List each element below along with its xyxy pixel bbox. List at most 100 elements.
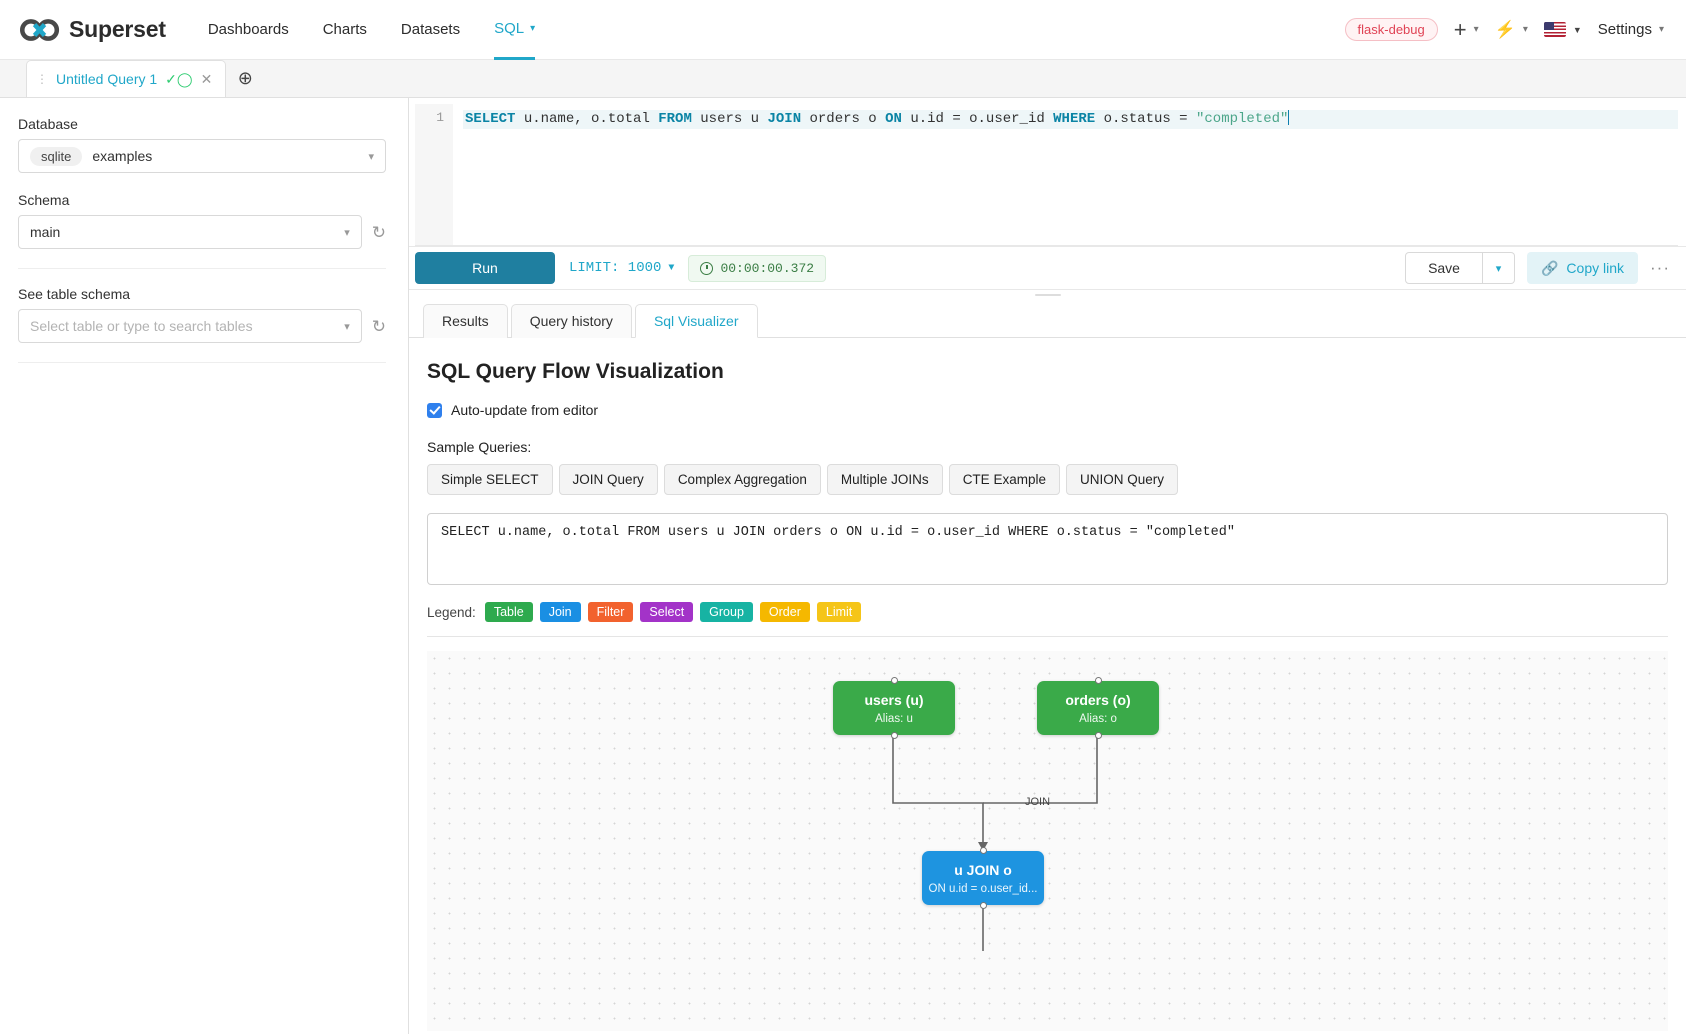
legend-badge-select: Select	[640, 602, 694, 622]
sample-button-union-query[interactable]: UNION Query	[1065, 464, 1178, 495]
flow-node-users[interactable]: users (u) Alias: u	[833, 677, 955, 739]
sql-keyword: SELECT	[465, 111, 516, 127]
schema-select[interactable]: main ▾	[18, 215, 362, 249]
save-dropdown-button[interactable]: ▾	[1482, 252, 1515, 284]
save-button[interactable]: Save	[1405, 252, 1483, 284]
sample-button-multiple-joins[interactable]: Multiple JOINs	[826, 464, 943, 495]
plus-icon: +	[1453, 16, 1467, 42]
settings-menu[interactable]: Settings ▾	[1598, 21, 1664, 38]
refresh-tables-icon[interactable]: ↻	[371, 316, 386, 336]
node-subtitle: Alias: o	[1079, 712, 1117, 725]
panel-resize-handle[interactable]	[409, 290, 1686, 300]
editor-line-1: SELECT u.name, o.total FROM users u JOIN…	[463, 110, 1678, 129]
sql-text: users u	[691, 111, 768, 127]
close-icon[interactable]: ✕	[200, 70, 213, 87]
tab-results[interactable]: Results	[423, 304, 508, 338]
sql-text: orders o	[801, 111, 886, 127]
auto-update-checkbox[interactable]	[427, 402, 442, 418]
editor-gutter: 1	[415, 104, 453, 245]
copy-link-button[interactable]: 🔗 Copy link	[1526, 252, 1639, 284]
sql-editor[interactable]: 1 SELECT u.name, o.total FROM users u JO…	[415, 104, 1678, 246]
superset-logo[interactable]: Superset	[20, 16, 166, 43]
database-value: examples	[92, 148, 153, 164]
auto-update-label: Auto-update from editor	[451, 402, 599, 418]
check-circle-icon: ✓◯	[165, 70, 193, 87]
chevron-down-icon: ▾	[344, 320, 350, 333]
tab-sql-visualizer[interactable]: Sql Visualizer	[634, 304, 758, 338]
legend-badge-limit: Limit	[816, 602, 862, 622]
database-engine-chip: sqlite	[30, 146, 83, 166]
table-placeholder: Select table or type to search tables	[30, 318, 253, 334]
nav-link-sql[interactable]: SQL ▾	[494, 0, 536, 60]
sql-keyword: FROM	[658, 111, 692, 127]
new-item-button[interactable]: + ▾	[1453, 16, 1479, 42]
caret-down-icon: ▼	[668, 262, 675, 274]
quick-actions-button[interactable]: ⚡ ▾	[1495, 20, 1528, 40]
bolt-icon: ⚡	[1494, 19, 1516, 39]
node-port-bottom	[979, 902, 987, 909]
sample-button-complex-aggregation[interactable]: Complex Aggregation	[663, 464, 821, 495]
nav-label: SQL	[494, 19, 525, 37]
auto-update-checkbox-row[interactable]: Auto-update from editor	[427, 402, 1668, 418]
sql-string: "completed"	[1196, 111, 1289, 127]
flow-node-orders[interactable]: orders (o) Alias: o	[1037, 677, 1159, 739]
workspace: Database sqlite examples ▾ Schema main ▾…	[0, 98, 1686, 1034]
node-title: u JOIN o	[954, 861, 1012, 878]
legend-badge-group: Group	[700, 602, 753, 622]
limit-dropdown[interactable]: LIMIT: 1000 ▼	[569, 260, 674, 276]
chevron-down-icon: ▾	[344, 226, 350, 239]
sql-keyword: WHERE	[1053, 111, 1096, 127]
save-button-group: Save ▾	[1405, 252, 1515, 284]
clock-icon	[700, 261, 714, 275]
more-options-button[interactable]: ···	[1650, 258, 1670, 277]
flow-node-join[interactable]: u JOIN o ON u.id = o.user_id...	[922, 847, 1044, 909]
node-subtitle: Alias: u	[875, 712, 913, 725]
panel-divider-2	[18, 362, 386, 363]
chevron-down-icon: ▾	[1495, 262, 1502, 275]
tab-query-history[interactable]: Query history	[510, 304, 632, 338]
database-select[interactable]: sqlite examples ▾	[18, 139, 386, 173]
table-select[interactable]: Select table or type to search tables ▾	[18, 309, 362, 343]
node-port-bottom	[890, 732, 898, 739]
node-port-bottom	[1094, 732, 1102, 739]
schema-field-row: main ▾ ↻	[18, 215, 386, 249]
add-query-tab-button[interactable]: ⊕	[237, 68, 253, 88]
nav-link-dashboards[interactable]: Dashboards	[208, 0, 289, 60]
panel-divider	[18, 268, 386, 269]
edge-label-join: JOIN	[1025, 796, 1051, 808]
node-title: orders (o)	[1065, 691, 1131, 708]
schema-label: Schema	[18, 192, 70, 208]
sql-keyword: ON	[885, 111, 902, 127]
chevron-down-icon: ▾	[1658, 24, 1664, 35]
sample-button-cte-example[interactable]: CTE Example	[948, 464, 1060, 495]
nav-link-charts[interactable]: Charts	[323, 0, 367, 60]
page-title: SQL Query Flow Visualization	[427, 360, 724, 383]
refresh-schema-icon[interactable]: ↻	[371, 222, 386, 242]
sql-text: u.name, o.total	[515, 111, 659, 127]
sample-button-simple-select[interactable]: Simple SELECT	[427, 464, 553, 495]
visualizer-query-input[interactable]	[427, 513, 1668, 585]
flow-edges	[892, 735, 1098, 951]
nav-link-datasets[interactable]: Datasets	[401, 0, 460, 60]
language-selector[interactable]: ▼	[1543, 22, 1582, 37]
sample-button-join-query[interactable]: JOIN Query	[558, 464, 658, 495]
sql-text: o.status =	[1095, 111, 1196, 127]
chevron-down-icon: ▾	[1522, 24, 1528, 35]
infinity-logo-icon	[20, 18, 60, 41]
table-field-row: Select table or type to search tables ▾ …	[18, 309, 386, 343]
left-query-panel: Database sqlite examples ▾ Schema main ▾…	[0, 98, 409, 1034]
database-label: Database	[18, 116, 78, 132]
editor-code-area[interactable]: SELECT u.name, o.total FROM users u JOIN…	[453, 104, 1678, 245]
query-tab-untitled-query-1[interactable]: ⋮ Untitled Query 1 ✓◯ ✕	[26, 60, 227, 97]
sample-queries-label: Sample Queries:	[427, 439, 532, 455]
drag-handle-icon[interactable]: ⋮	[36, 72, 48, 86]
run-button[interactable]: Run	[415, 252, 555, 284]
legend: Legend: Table Join Filter Select Group O…	[427, 588, 1668, 637]
sample-queries-row: Simple SELECT JOIN Query Complex Aggrega…	[427, 464, 1668, 495]
query-flow-canvas[interactable]: users (u) Alias: u orders (o) Alias: o J…	[427, 651, 1668, 1031]
right-editor-panel: 1 SELECT u.name, o.total FROM users u JO…	[409, 98, 1686, 1034]
legend-badge-order: Order	[759, 602, 810, 622]
schema-value: main	[30, 224, 61, 240]
sql-editor-wrapper: 1 SELECT u.name, o.total FROM users u JO…	[409, 98, 1686, 246]
limit-label: LIMIT: 1000	[569, 260, 662, 276]
